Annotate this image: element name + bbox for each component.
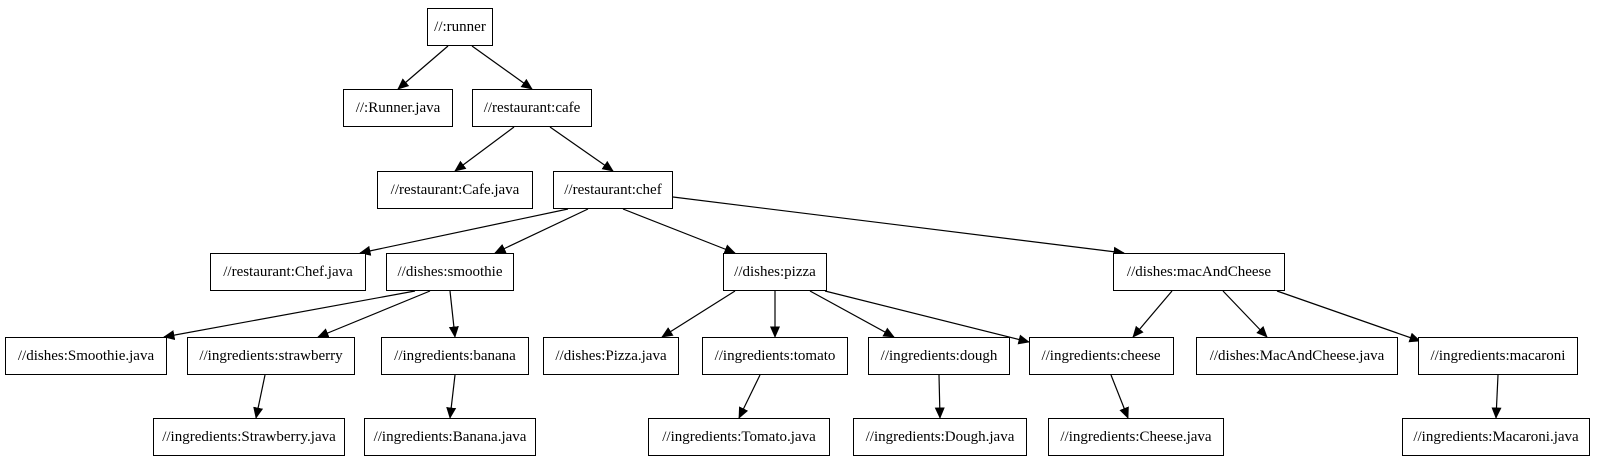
graph-node-mac-and-cheese: //dishes:macAndCheese — [1113, 253, 1285, 291]
graph-edge-smoothie-to-banana — [448, 290, 459, 338]
graph-node-tomato-java: //ingredients:Tomato.java — [648, 418, 830, 456]
graph-edge-cheese-to-cheese-java — [1110, 374, 1129, 419]
graph-node-banana-java: //ingredients:Banana.java — [364, 418, 536, 456]
graph-edge-cafe-to-chef — [549, 126, 614, 172]
graph-edge-dough-to-dough-java — [934, 374, 945, 419]
graph-node-pizza: //dishes:pizza — [723, 253, 827, 291]
graph-node-cafe: //restaurant:cafe — [472, 89, 592, 127]
graph-node-strawberry: //ingredients:strawberry — [187, 337, 355, 375]
graph-edge-macaroni-to-macaroni-java — [1491, 374, 1502, 419]
graph-node-macaroni: //ingredients:macaroni — [1418, 337, 1578, 375]
graph-edge-chef-to-pizza — [622, 208, 736, 254]
graph-node-macaroni-java: //ingredients:Macaroni.java — [1402, 418, 1590, 456]
graph-edge-mac-and-cheese-to-macaroni — [1276, 290, 1421, 343]
graph-node-mac-and-cheese-java: //dishes:MacAndCheese.java — [1196, 337, 1398, 375]
graph-edge-chef-to-smoothie — [494, 208, 589, 254]
graph-edge-banana-to-banana-java — [446, 374, 457, 419]
graph-edge-cafe-to-cafe-java — [454, 126, 515, 172]
graph-node-dough: //ingredients:dough — [868, 337, 1010, 375]
graph-edge-smoothie-to-strawberry — [317, 290, 431, 338]
graph-edge-runner-to-runner-java — [397, 45, 449, 90]
graph-node-dough-java: //ingredients:Dough.java — [853, 418, 1027, 456]
graph-node-smoothie-java: //dishes:Smoothie.java — [5, 337, 167, 375]
graph-node-tomato: //ingredients:tomato — [702, 337, 848, 375]
graph-node-chef: //restaurant:chef — [553, 171, 673, 209]
graph-edge-mac-and-cheese-to-cheese — [1132, 290, 1173, 338]
graph-edge-chef-to-chef-java — [359, 208, 569, 256]
graph-node-cafe-java: //restaurant:Cafe.java — [377, 171, 533, 209]
graph-edge-pizza-to-dough — [809, 290, 895, 338]
graph-node-pizza-java: //dishes:Pizza.java — [543, 337, 679, 375]
graph-node-runner-java: //:Runner.java — [343, 89, 453, 127]
graph-edge-pizza-to-pizza-java — [661, 290, 736, 338]
graph-node-runner: //:runner — [427, 8, 493, 46]
graph-node-cheese: //ingredients:cheese — [1028, 337, 1174, 375]
graph-node-strawberry-java: //ingredients:Strawberry.java — [153, 418, 345, 456]
graph-edge-chef-to-mac-and-cheese — [672, 196, 1125, 257]
graph-edge-runner-to-cafe — [471, 45, 533, 90]
graph-node-smoothie: //dishes:smoothie — [386, 253, 514, 291]
graph-node-banana: //ingredients:banana — [381, 337, 529, 375]
graph-node-chef-java: //restaurant:Chef.java — [210, 253, 366, 291]
graph-edge-strawberry-to-strawberry-java — [253, 374, 266, 419]
graph-edge-tomato-to-tomato-java — [738, 374, 761, 419]
graph-edge-smoothie-to-smoothie-java — [163, 290, 416, 341]
graph-node-cheese-java: //ingredients:Cheese.java — [1048, 418, 1224, 456]
graph-edge-mac-and-cheese-to-mac-and-cheese-java — [1222, 290, 1268, 338]
graph-edge-pizza-to-cheese — [824, 290, 1030, 345]
